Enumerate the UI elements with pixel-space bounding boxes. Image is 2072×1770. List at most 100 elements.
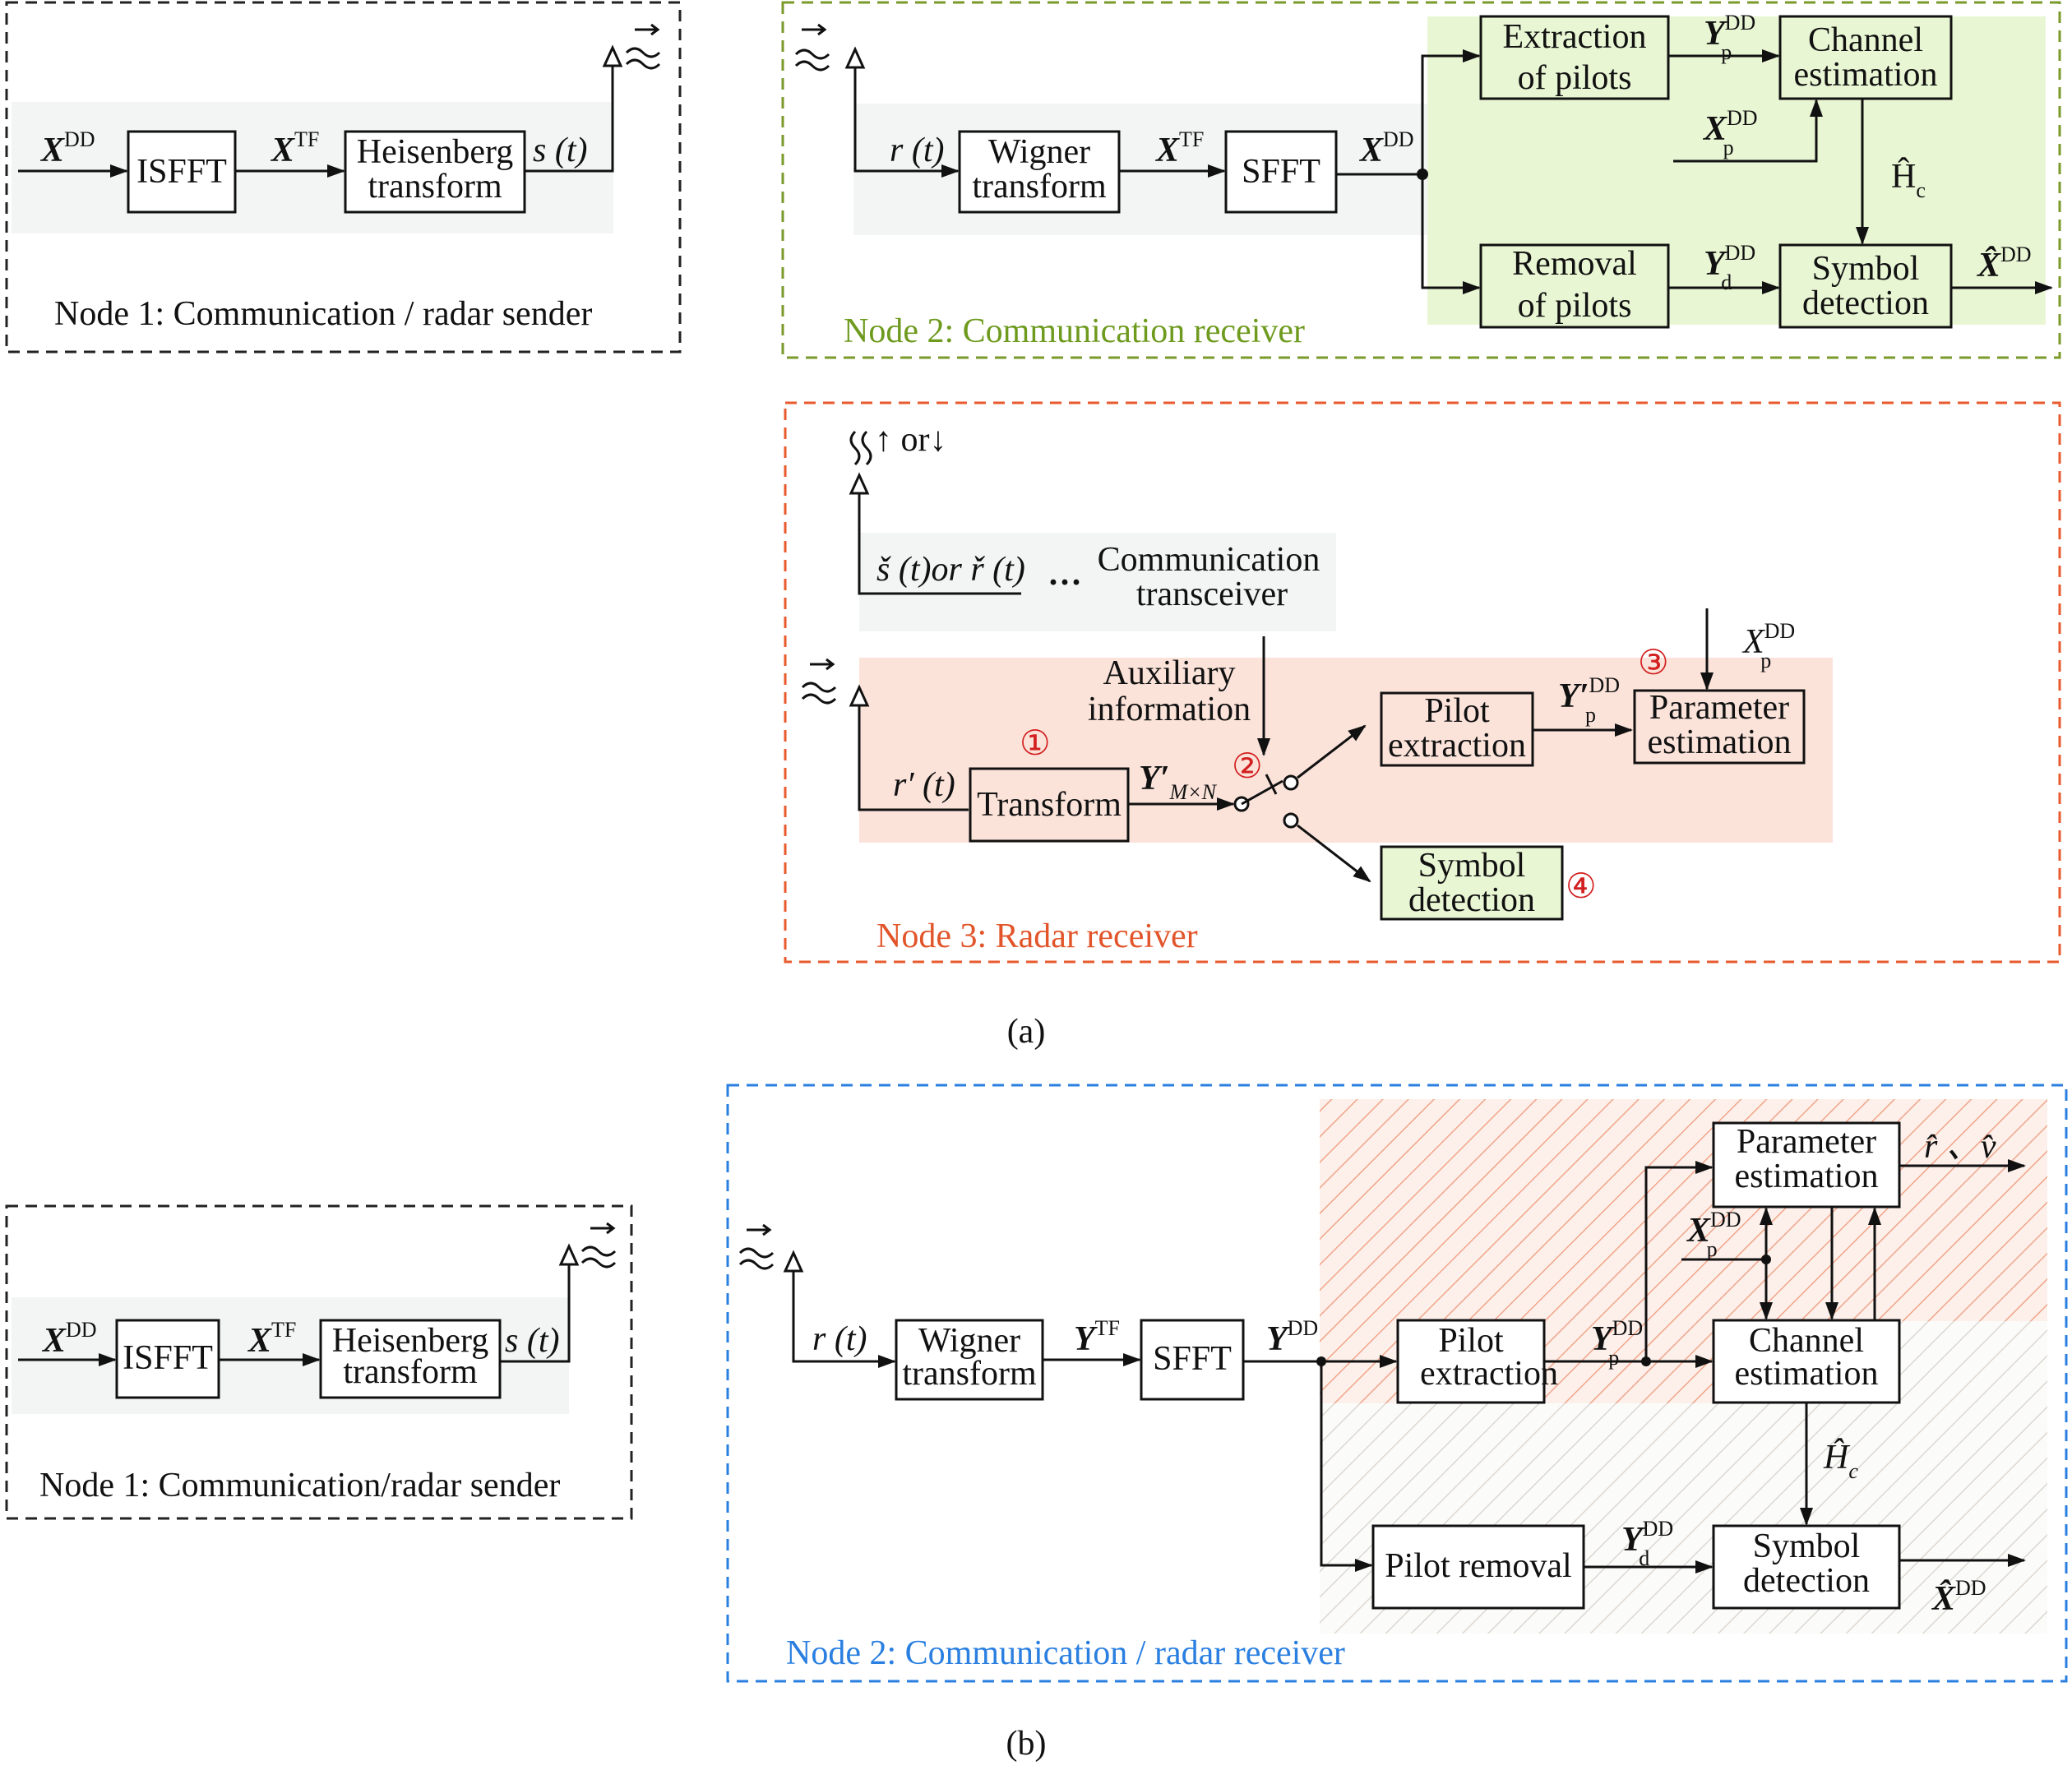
b-pilot-removal-label: Pilot removal [1385, 1547, 1571, 1585]
a-node3-rprime: r′ (t) [893, 766, 955, 804]
a-node3-comm-line2: transceiver [1136, 575, 1288, 613]
b-heisenberg-block [319, 1319, 502, 1399]
b-pilot-removal-block [1371, 1524, 1585, 1610]
b-node2-rt: r (t) [812, 1320, 867, 1358]
b-param-block [1712, 1121, 1901, 1208]
b-pilot-ext-line2: extraction [1420, 1355, 1558, 1393]
a-node3-top-line [858, 493, 1021, 595]
b-node2-xhat: X̂DD [1931, 1576, 1986, 1618]
a-node3-ymn: Y′M×N [1139, 760, 1218, 804]
b-pilot-ext-line1: Pilot [1438, 1322, 1504, 1360]
a-symbol-line1: Symbol [1812, 250, 1920, 288]
caption-b: (b) [1006, 1725, 1047, 1763]
b-node1: XDD ISFFT XTF Heisenberg transform s (t)… [5, 1204, 633, 1520]
a-switch-upper-terminal [1283, 774, 1299, 791]
a-heisenberg-line2: transform [368, 168, 502, 206]
a-param-block [1633, 689, 1806, 765]
a-node2-to-extraction [1421, 49, 1481, 174]
b-node2-ytf: YTF [1074, 1316, 1120, 1358]
a-node2-xp-line [1673, 99, 1823, 163]
b-symbol-line1: Symbol [1753, 1527, 1861, 1565]
a-removal-line2: of pilots [1518, 287, 1632, 325]
a-node2-gray-band [853, 104, 1429, 235]
a-node3-frame [784, 401, 2061, 964]
a-transform-label: Transform [977, 786, 1122, 824]
wireless-wave-icon [738, 1223, 775, 1270]
b-wigner-line2: transform [902, 1355, 1037, 1393]
b-node2-hc: Ĥc [1823, 1438, 1858, 1483]
b-node2-label: Node 2: Communication / radar receiver [786, 1634, 1345, 1672]
antenna-icon [844, 46, 866, 69]
a-node3-comm-line1: Communication [1098, 541, 1320, 579]
a-extraction-block [1479, 15, 1670, 100]
a-node1-out-signal: s (t) [533, 132, 588, 169]
a-node1-in-signal: XDD [39, 127, 95, 169]
a-node3-to-pilot [1297, 724, 1367, 779]
b-wigner-line1: Wigner [918, 1322, 1020, 1360]
a-node1: XDD ISFFT XTF Heisenberg transform s (t)… [5, 1, 682, 354]
caption-a: (a) [1007, 1013, 1046, 1051]
a-circled-4: ④ [1566, 868, 1597, 906]
a-channel-line1: Channel [1808, 21, 1923, 59]
a-node1-out-line [525, 48, 614, 173]
a-node2-rt: r (t) [890, 132, 945, 169]
a-switch-lower-terminal [1283, 812, 1299, 829]
b-node2-to-pilot-removal [1320, 1361, 1373, 1572]
a-param-line2: estimation [1648, 723, 1792, 761]
b-sfft-label: SFFT [1153, 1340, 1232, 1378]
a-node1-mid-signal: XTF [270, 127, 319, 169]
a-param-line1: Parameter [1649, 689, 1789, 727]
b-symbol-block [1712, 1524, 1901, 1610]
a-wigner-line1: Wigner [988, 133, 1090, 171]
a-transform-block [969, 767, 1130, 843]
a-circled-3: ③ [1638, 645, 1669, 682]
a-circled-1: ① [1020, 725, 1051, 763]
b-channel-block [1712, 1319, 1901, 1404]
wireless-wave-icon [625, 23, 661, 70]
a-switch-arm [1241, 779, 1283, 806]
b-wigner-block [895, 1319, 1044, 1401]
b-channel-line1: Channel [1749, 1322, 1864, 1360]
a-symbol-block [1778, 243, 1953, 329]
b-node1-frame [5, 1204, 633, 1520]
a-node2: r (t) Wigner transform XTF SFFT XDD Extr… [781, 1, 2061, 359]
a-node3-symbol-line1: Symbol [1418, 847, 1526, 885]
antenna-icon [558, 1243, 580, 1266]
a-wigner-line2: transform [972, 168, 1107, 206]
b-node2-red-hatch-top [1320, 1099, 2047, 1321]
a-node2-to-removal [1421, 174, 1481, 294]
b-heisenberg-line1: Heisenberg [332, 1322, 489, 1360]
a-removal-line1: Removal [1512, 245, 1637, 283]
a-node2-frame [781, 1, 2061, 359]
a-node3-top-arrows: ↑ or↓ [875, 421, 947, 459]
a-channel-line2: estimation [1794, 56, 1938, 94]
a-heisenberg-line1: Heisenberg [357, 133, 514, 171]
a-node2-hc: Ĥc [1891, 157, 1926, 202]
a-sfft-block [1224, 130, 1338, 214]
b-node1-in-signal: XDD [41, 1318, 97, 1360]
a-node3-symbol-line2: detection [1408, 881, 1535, 919]
a-isfft-label: ISFFT [136, 153, 227, 191]
a-node3-aux-line1: Auxiliary [1103, 654, 1236, 692]
a-circled-2: ② [1232, 748, 1263, 786]
a-node1-label: Node 1: Communication / radar sender [54, 295, 592, 333]
a-node3-gray-band [859, 533, 1336, 631]
a-pilot-line2: extraction [1388, 727, 1526, 765]
b-node2: r (t) Wigner transform YTF SFFT YDD Pilo… [726, 1084, 2068, 1683]
a-extraction-line1: Extraction [1503, 18, 1647, 56]
b-node2-rv: r̂ 、v̂ [1924, 1128, 1996, 1166]
a-sfft-label: SFFT [1242, 153, 1320, 191]
a-node3-to-symbol [1297, 824, 1371, 883]
b-isfft-label: ISFFT [123, 1339, 213, 1377]
a-node2-in-line [853, 67, 960, 178]
a-wigner-block [958, 130, 1121, 214]
b-node2-to-param [1644, 1161, 1714, 1361]
a-channel-block [1778, 15, 1953, 100]
